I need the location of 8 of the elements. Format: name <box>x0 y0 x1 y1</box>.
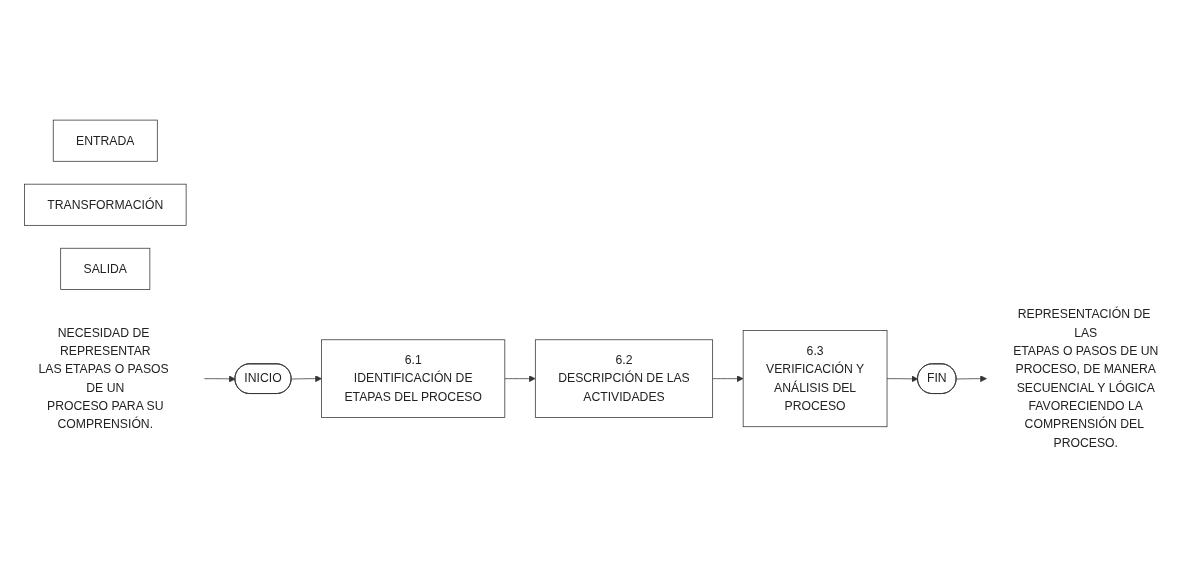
node-box: 6.2 DESCRIPCIÓN DE LAS ACTIVIDADES <box>534 339 714 418</box>
node-text: REPRESENTACIÓN DE LAS ETAPAS O PASOS DE UN PROCESO, DE MANERA SECUENCIAL Y LÓGICA FAVORECIENDO LA COMPRENSIÓN DEL PROCESO. <box>1013 307 1159 449</box>
node-box: 6.3 VERIFICACIÓN Y ANÁLISIS DEL PROCESO <box>742 330 888 427</box>
node-box: 6.1 IDENTIFICACIÓN DE ETAPAS DEL PROCESO <box>321 339 506 418</box>
node-box: ENTRADA <box>52 119 158 162</box>
node-box: TRANSFORMACIÓN <box>24 183 187 226</box>
node-box: SALIDA <box>60 247 151 290</box>
node-text: NECESIDAD DE REPRESENTAR LAS ETAPAS O PASOS DE UN PROCESO PARA SU COMPRENSIÓN. <box>38 325 169 431</box>
